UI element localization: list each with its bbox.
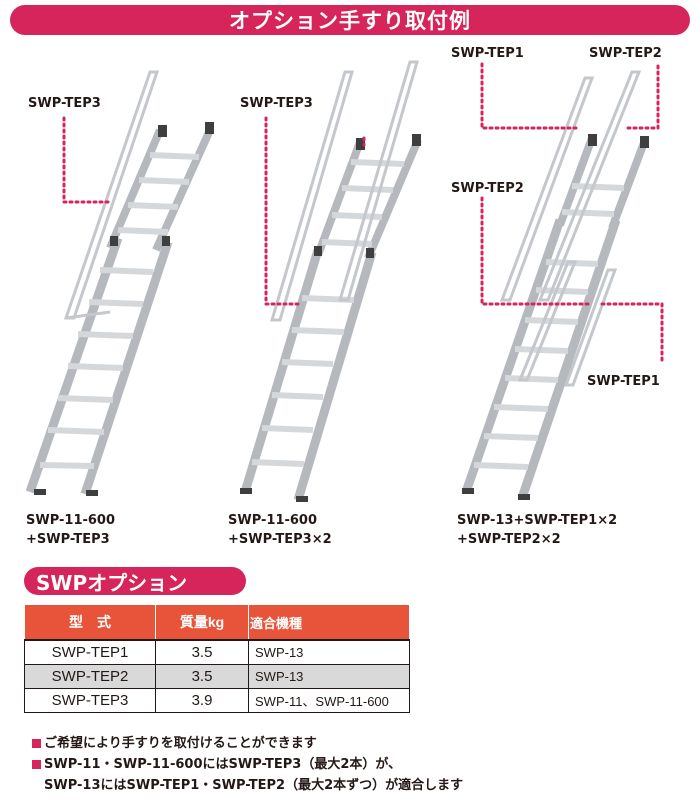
options-title-text: SWPオプション <box>36 570 188 595</box>
label-tep1-top: SWP-TEP1 <box>451 46 524 61</box>
label-tep2-top: SWP-TEP2 <box>589 46 662 61</box>
note-3: SWP-13にはSWP-TEP1・SWP-TEP2（最大2本ずつ）が適合します <box>32 775 463 796</box>
caption-c-line1: SWP-13+SWP-TEP1×2 <box>457 513 618 528</box>
bullet-square-icon <box>32 739 41 748</box>
cell-model: SWP-TEP1 <box>24 639 156 665</box>
label-tep3-a: SWP-TEP3 <box>28 96 101 111</box>
header-compatible: 適合機種 <box>248 604 410 641</box>
header-model: 型 式 <box>24 604 156 641</box>
leader-lines <box>62 62 664 364</box>
title-banner: オプション手すり取付例 <box>10 5 690 35</box>
cell-model: SWP-TEP2 <box>24 664 156 689</box>
caption-c-line2: +SWP-TEP2×2 <box>457 532 561 547</box>
cell-mass: 3.5 <box>155 639 249 665</box>
caption-ladder-c: SWP-13+SWP-TEP1×2 +SWP-TEP2×2 <box>457 511 617 549</box>
caption-ladder-a: SWP-11-600 +SWP-TEP3 <box>26 511 115 549</box>
bullet-square-icon <box>32 760 41 769</box>
note-3-text: SWP-13にはSWP-TEP1・SWP-TEP2（最大2本ずつ）が適合します <box>44 778 464 793</box>
table-row: SWP-TEP2 3.5 SWP-13 <box>24 664 410 689</box>
notes: ご希望により手すりを取付けることができます SWP-11・SWP-11-600に… <box>32 733 463 796</box>
options-section-title: SWPオプション <box>24 567 246 595</box>
caption-a-line1: SWP-11-600 <box>26 513 116 528</box>
ladder-c-image <box>461 70 649 500</box>
cell-mass: 3.9 <box>155 688 249 713</box>
table-row: SWP-TEP3 3.9 SWP-11、SWP-11-600 <box>24 688 410 713</box>
ladder-b-image <box>240 60 422 502</box>
table-row: SWP-TEP1 3.5 SWP-13 <box>24 639 410 665</box>
table-header-row: 型 式 質量kg 適合機種 <box>24 604 410 641</box>
caption-a-line2: +SWP-TEP3 <box>26 532 110 547</box>
page-title: オプション手すり取付例 <box>229 9 471 33</box>
label-tep2-mid: SWP-TEP2 <box>451 181 524 196</box>
note-1: ご希望により手すりを取付けることができます <box>32 733 463 754</box>
caption-ladder-b: SWP-11-600 +SWP-TEP3×2 <box>228 511 332 549</box>
caption-b-line1: SWP-11-600 <box>228 513 318 528</box>
cell-model: SWP-TEP3 <box>24 688 156 713</box>
ladder-a-image <box>25 70 214 496</box>
note-2-text: SWP-11・SWP-11-600にはSWP-TEP3（最大2本）が、 <box>44 757 402 772</box>
note-2: SWP-11・SWP-11-600にはSWP-TEP3（最大2本）が、 <box>32 754 463 775</box>
note-1-text: ご希望により手すりを取付けることができます <box>44 736 317 751</box>
options-table: 型 式 質量kg 適合機種 SWP-TEP1 3.5 SWP-13 SWP-TE… <box>24 604 410 713</box>
caption-b-line2: +SWP-TEP3×2 <box>228 532 332 547</box>
header-mass: 質量kg <box>155 604 249 641</box>
label-tep3-b: SWP-TEP3 <box>240 96 313 111</box>
cell-compatible: SWP-13 <box>248 664 410 689</box>
cell-compatible: SWP-13 <box>248 639 410 665</box>
ladder-illustrations <box>25 60 664 502</box>
cell-compatible: SWP-11、SWP-11-600 <box>248 688 410 713</box>
cell-mass: 3.5 <box>155 664 249 689</box>
label-tep1-bottom: SWP-TEP1 <box>587 374 660 389</box>
